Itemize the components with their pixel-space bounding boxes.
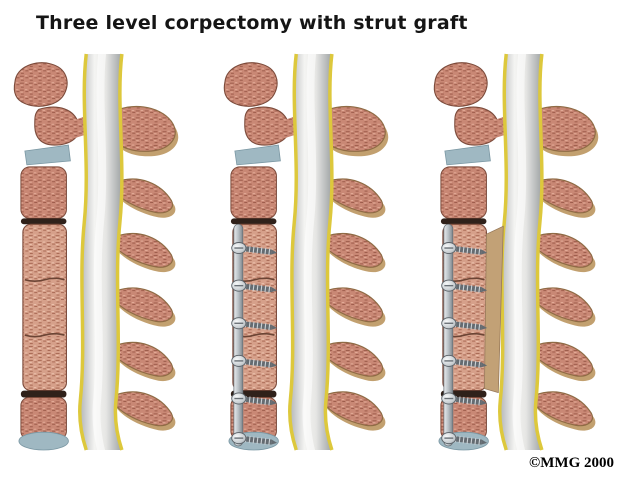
spine-panels [0,52,640,452]
spine-illustration-plated-cavity [431,52,629,452]
page-title: Three level corpectomy with strut graft [36,12,468,34]
copyright-text: ©MMG 2000 [529,455,614,471]
spine-illustration-graft-only [11,52,209,452]
spine-illustration-plated [221,52,419,452]
